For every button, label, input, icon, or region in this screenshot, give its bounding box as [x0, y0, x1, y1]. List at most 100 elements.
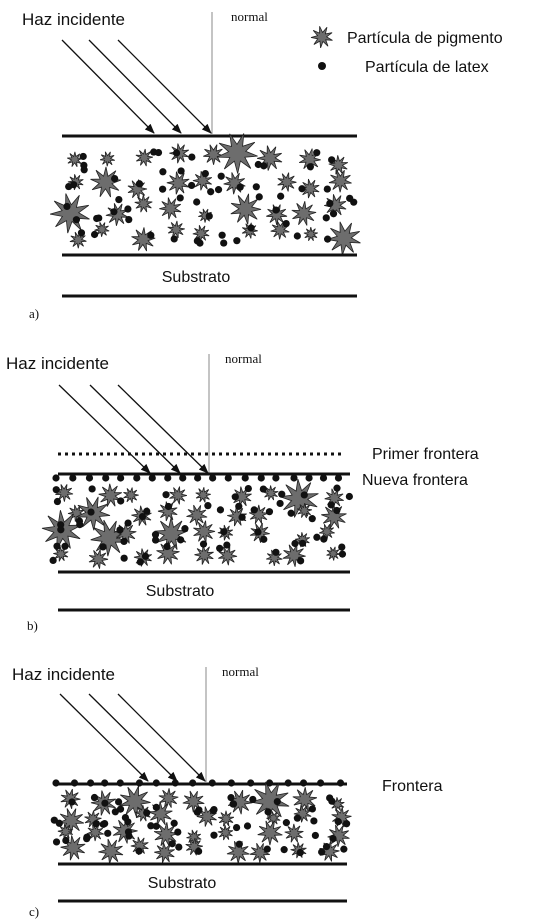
- latex-particle: [102, 474, 110, 482]
- latex-particle: [299, 779, 308, 787]
- latex-particle: [308, 805, 316, 813]
- latex-particle: [170, 235, 178, 243]
- latex-particle: [52, 486, 60, 494]
- latex-particle: [264, 808, 272, 816]
- latex-particle: [195, 806, 203, 814]
- pigment-particle: [263, 485, 279, 501]
- pigment-particle: [217, 824, 234, 841]
- pigment-particle: [194, 545, 214, 565]
- panel-c-substrate-label: Substrato: [148, 875, 217, 892]
- latex-particle: [195, 847, 203, 855]
- pigment-particle: [86, 824, 104, 842]
- latex-particle: [229, 800, 237, 808]
- panel-c-label: c): [29, 904, 39, 919]
- latex-particle: [121, 813, 130, 822]
- latex-particle: [110, 208, 118, 216]
- latex-particle: [117, 474, 125, 482]
- latex-particle: [95, 214, 103, 222]
- panel-c-normal-label: normal: [222, 664, 259, 679]
- latex-particle: [124, 205, 132, 213]
- pigment-particle: [328, 169, 352, 193]
- latex-particle: [217, 172, 225, 180]
- latex-particle: [298, 185, 306, 193]
- pigment-particle: [55, 484, 74, 502]
- pigment-particle: [216, 133, 258, 174]
- latex-particle: [188, 181, 196, 190]
- latex-particle: [61, 542, 69, 550]
- latex-particle: [193, 198, 201, 206]
- latex-particle: [296, 848, 304, 857]
- latex-particle: [282, 819, 290, 827]
- latex-particle: [52, 838, 61, 846]
- latex-particle: [298, 539, 307, 547]
- pigment-particle: [90, 166, 122, 198]
- latex-particle: [199, 540, 208, 548]
- pigment-particle: [203, 144, 224, 165]
- latex-particle: [120, 554, 128, 562]
- latex-particle: [238, 513, 246, 521]
- latex-particle: [124, 519, 132, 527]
- panel-b-incident-ray: [117, 384, 209, 474]
- latex-particle: [276, 499, 284, 508]
- panel-a-incident-ray: [117, 39, 212, 134]
- latex-particle: [265, 508, 274, 516]
- latex-particle: [135, 847, 143, 855]
- latex-particle: [143, 809, 151, 817]
- latex-particle: [282, 219, 290, 228]
- latex-particle: [179, 474, 187, 482]
- latex-particle: [83, 835, 91, 843]
- latex-particle: [209, 806, 218, 815]
- panel-b: Haz incidente normal Primer frontera Nue…: [6, 351, 479, 633]
- pigment-particle: [292, 787, 318, 812]
- latex-particle: [278, 490, 286, 498]
- pigment-particle: [131, 227, 156, 252]
- latex-particle: [236, 183, 244, 191]
- legend: Partícula de pigmento Partícula de latex: [310, 26, 503, 76]
- latex-particle: [194, 474, 202, 482]
- latex-particle: [116, 526, 124, 534]
- latex-particle: [323, 185, 331, 193]
- latex-particle: [90, 793, 99, 802]
- latex-particle: [151, 531, 160, 539]
- pigment-particle: [230, 193, 262, 225]
- pigment-particle: [279, 478, 319, 518]
- latex-particle: [85, 474, 94, 482]
- panel-b-label: b): [27, 618, 38, 633]
- latex-particle: [291, 539, 299, 548]
- pigment-particle: [94, 222, 110, 237]
- latex-particle: [147, 822, 155, 830]
- latex-particle: [311, 831, 319, 840]
- pigment-particle: [99, 151, 115, 167]
- latex-particle: [77, 229, 86, 237]
- panel-c-boundary-label: Frontera: [382, 778, 443, 795]
- latex-particle: [159, 185, 167, 193]
- pigment-particle: [227, 506, 247, 527]
- latex-particle: [174, 828, 182, 836]
- latex-particle: [159, 168, 167, 176]
- latex-particle: [255, 193, 263, 201]
- latex-particle: [154, 148, 163, 157]
- pigment-particle: [154, 517, 188, 550]
- latex-particle: [216, 544, 224, 552]
- latex-particle: [168, 840, 176, 848]
- latex-particle: [272, 206, 280, 214]
- pigment-particle: [266, 204, 288, 226]
- pigment-particle: [148, 801, 173, 826]
- pigment-particle: [186, 504, 208, 526]
- latex-particle: [249, 795, 257, 804]
- latex-particle: [287, 509, 295, 517]
- latex-particle: [133, 474, 141, 482]
- panel-b-beam-label: Haz incidente: [6, 354, 109, 373]
- latex-particle: [208, 779, 216, 787]
- pigment-particle: [192, 171, 213, 191]
- latex-particle: [116, 779, 124, 787]
- pigment-particle: [135, 148, 154, 167]
- latex-particle: [334, 474, 343, 482]
- latex-particle: [52, 474, 60, 482]
- pigment-particle: [153, 822, 179, 847]
- latex-particle: [334, 818, 342, 826]
- star-burst-icon-shape: [310, 26, 333, 49]
- latex-particle: [209, 474, 217, 482]
- latex-particle: [223, 541, 231, 549]
